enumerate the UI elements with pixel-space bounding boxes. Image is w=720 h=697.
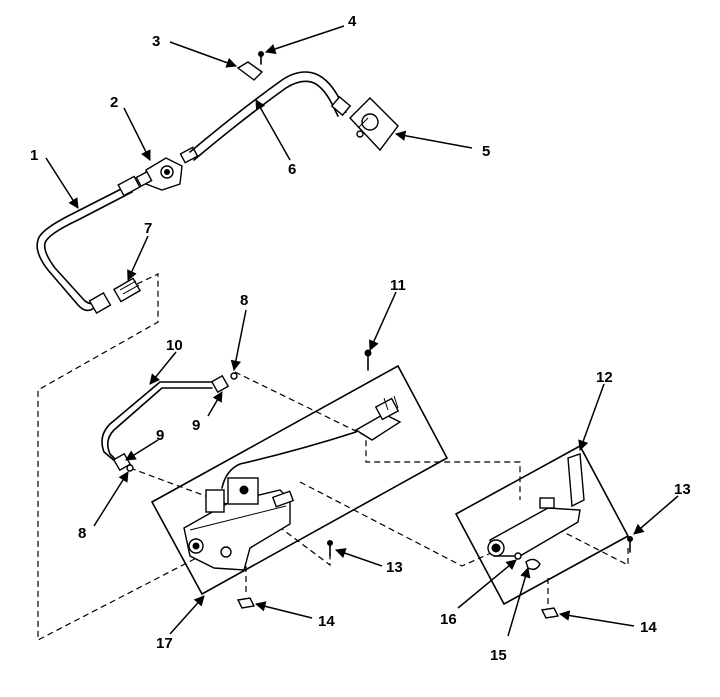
callout-7: 7 bbox=[144, 220, 152, 237]
callout-12: 12 bbox=[596, 369, 613, 386]
callout-15: 15 bbox=[490, 647, 507, 664]
screw-part-11 bbox=[364, 349, 372, 371]
clip-part-15 bbox=[525, 558, 541, 571]
callout-labels: 1 2 3 4 5 6 7 8 8 9 9 10 11 12 13 13 14 … bbox=[30, 13, 691, 664]
bracket-part-5 bbox=[349, 97, 399, 152]
callout-16: 16 bbox=[440, 611, 457, 628]
screw-part-4 bbox=[258, 51, 264, 65]
valve-assembly-box bbox=[150, 364, 449, 596]
fitting-part-7 bbox=[113, 277, 141, 303]
clip-part-3 bbox=[236, 61, 264, 81]
callout-13-right: 13 bbox=[674, 481, 691, 498]
callout-13-left: 13 bbox=[386, 559, 403, 576]
valve-part-2 bbox=[135, 146, 199, 191]
callout-14-left: 14 bbox=[318, 613, 335, 630]
callout-1: 1 bbox=[30, 147, 38, 164]
screw-part-13-left bbox=[327, 540, 333, 557]
nut-part-9-upper bbox=[210, 374, 230, 394]
callout-10: 10 bbox=[166, 337, 183, 354]
callout-14-right: 14 bbox=[640, 619, 657, 636]
clip-part-14-left bbox=[236, 597, 256, 609]
callout-2: 2 bbox=[110, 94, 118, 111]
igniter-bracket bbox=[221, 395, 402, 489]
callout-5: 5 bbox=[482, 143, 490, 160]
washer-part-8-upper bbox=[230, 372, 238, 380]
washer-part-16 bbox=[514, 552, 522, 560]
callout-17: 17 bbox=[156, 635, 173, 652]
callout-leaders bbox=[45, 25, 679, 637]
callout-9-lower: 9 bbox=[156, 427, 164, 444]
callout-8-upper: 8 bbox=[240, 292, 248, 309]
tube-part-1 bbox=[36, 175, 141, 315]
tube-part-6 bbox=[189, 71, 352, 161]
callout-8-lower: 8 bbox=[78, 525, 86, 542]
callout-4: 4 bbox=[348, 13, 357, 30]
burner-part-12 bbox=[487, 453, 585, 557]
screw-part-13-right bbox=[627, 536, 633, 553]
callout-6: 6 bbox=[288, 161, 296, 178]
callout-11: 11 bbox=[390, 277, 406, 294]
clip-part-14-right bbox=[540, 607, 560, 619]
washer-part-8-lower bbox=[126, 464, 134, 472]
callout-9-upper: 9 bbox=[192, 417, 200, 434]
gas-valve-part-17 bbox=[183, 477, 295, 571]
callout-3: 3 bbox=[152, 33, 160, 50]
burner-assembly-box bbox=[454, 444, 630, 606]
tube-part-10 bbox=[101, 381, 213, 465]
